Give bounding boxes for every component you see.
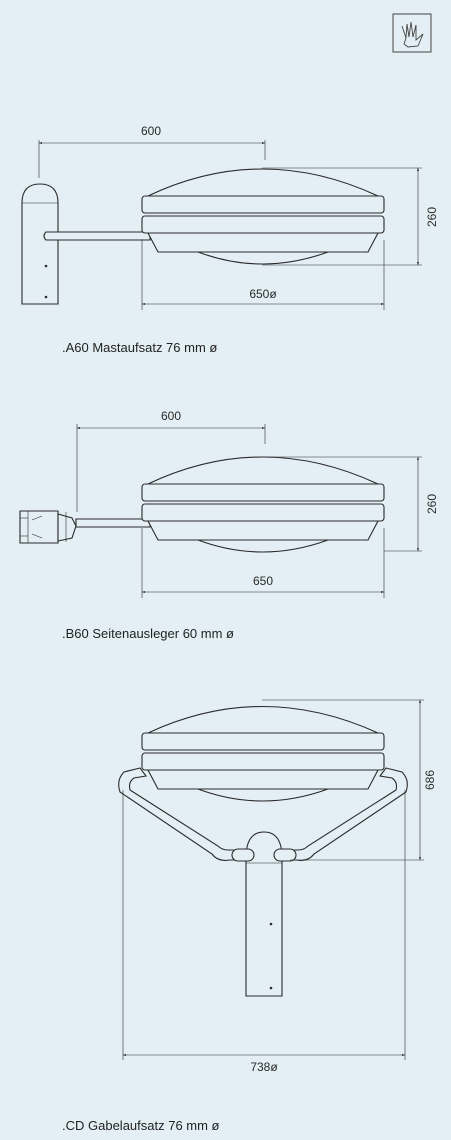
- dim-width-b60: 650: [253, 574, 273, 588]
- dim-width-a60: 650ø: [249, 287, 277, 301]
- dim-width-cd: 738ø: [250, 1060, 278, 1074]
- hand-icon: [392, 13, 432, 53]
- dim-arm-a60: 600: [141, 124, 161, 138]
- dim-arm-b60: 600: [161, 409, 181, 423]
- luminaire-view-b60: 600 260 650: [19, 409, 439, 598]
- dim-height-a60: 260: [425, 207, 439, 227]
- dim-height-cd: 686: [423, 770, 437, 790]
- luminaire-view-cd: 686 738ø: [118, 699, 437, 1074]
- caption-b60: .B60 Seitenausleger 60 mm ø: [62, 626, 234, 641]
- caption-cd: .CD Gabelaufsatz 76 mm ø: [62, 1118, 220, 1133]
- luminaire-view-a60: 600 260 650ø: [21, 124, 439, 310]
- dim-height-b60: 260: [425, 494, 439, 514]
- caption-a60: .A60 Mastaufsatz 76 mm ø: [62, 340, 218, 355]
